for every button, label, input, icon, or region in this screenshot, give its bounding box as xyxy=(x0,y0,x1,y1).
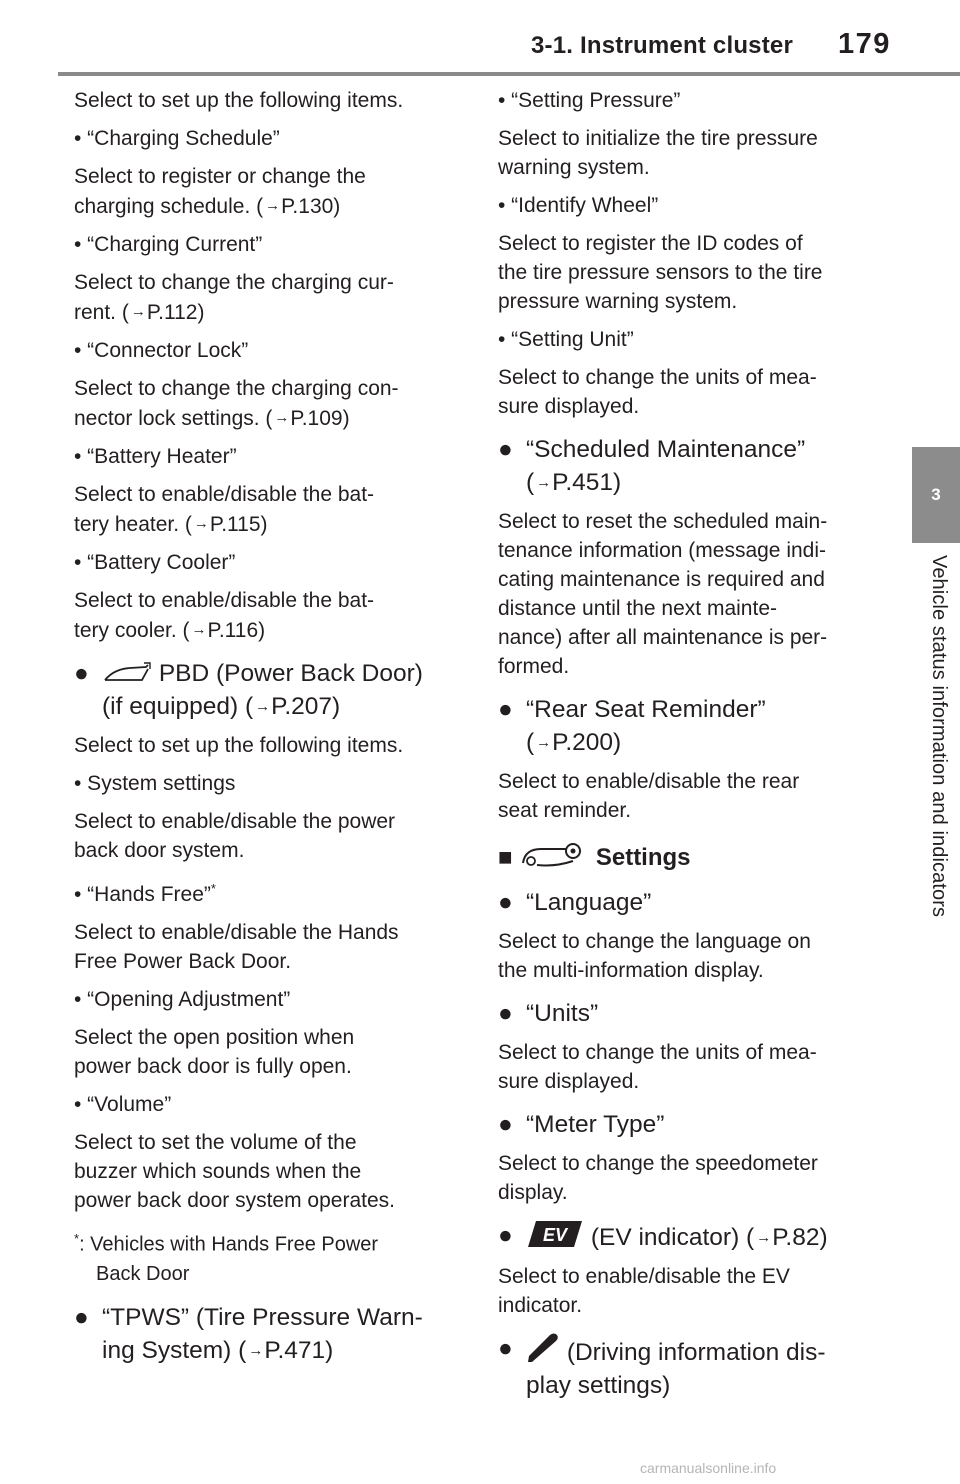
list-item: • “Setting Unit” xyxy=(498,328,634,351)
list-item: • “Identify Wheel” xyxy=(498,194,659,217)
svg-text:EV: EV xyxy=(543,1225,569,1245)
right-column: • “Setting Pressure” Select to initializ… xyxy=(498,86,883,1410)
bullet-dot-icon: ● xyxy=(498,1000,513,1027)
paragraph: Select to set up the following items. xyxy=(74,734,404,757)
page-ref[interactable]: P.207) xyxy=(271,693,341,720)
heading-language: ●“Language” xyxy=(498,886,883,919)
watermark: carmanualsonline.info xyxy=(640,1460,777,1476)
settings-gear-icon xyxy=(522,843,582,867)
page-ref[interactable]: P.200) xyxy=(552,729,622,756)
list-item: • “Charging Current” xyxy=(74,233,263,256)
arrow-icon: → xyxy=(130,303,146,320)
power-back-door-icon xyxy=(104,662,151,681)
bullet-dot-icon: ● xyxy=(74,1303,89,1331)
footnote-mark: * xyxy=(210,881,216,896)
paragraph: Select to change the charging con-nector… xyxy=(74,377,399,430)
list-item: • “Connector Lock” xyxy=(74,339,249,362)
bullet-dot-icon: ● xyxy=(498,1335,513,1362)
list-item: • “Battery Heater” xyxy=(74,445,237,468)
arrow-icon: → xyxy=(756,1229,772,1246)
page-number: 179 xyxy=(838,28,891,60)
bullet-square-icon: ■ xyxy=(498,844,513,871)
bullet-dot-icon: ● xyxy=(498,436,513,463)
list-item: • “Opening Adjustment” xyxy=(74,988,291,1011)
page-ref[interactable]: P.451) xyxy=(552,469,622,496)
page-ref[interactable]: P.471) xyxy=(264,1336,334,1364)
heading-scheduled-maintenance: ● “Scheduled Maintenance”(→P.451) xyxy=(498,433,883,499)
heading-meter-type: ●“Meter Type” xyxy=(498,1108,883,1141)
list-item: • “Charging Schedule” xyxy=(74,127,280,150)
paragraph: Select to change the charging cur-rent. … xyxy=(74,271,394,324)
paragraph: Select to change the units of mea-sure d… xyxy=(498,366,817,418)
page-ref[interactable]: P.82) xyxy=(772,1224,828,1251)
arrow-icon: → xyxy=(536,474,552,491)
heading-tpws: ● “TPWS” (Tire Pressure Warn-ing System)… xyxy=(74,1301,459,1367)
header-divider xyxy=(58,72,960,76)
paragraph: Select to reset the scheduled main-tenan… xyxy=(498,510,828,678)
bullet-dot-icon: ● xyxy=(498,1222,513,1249)
heading-settings: ■ Settings xyxy=(498,839,883,874)
page-ref[interactable]: P.109) xyxy=(290,407,350,430)
bullet-dot-icon: ● xyxy=(74,660,89,687)
arrow-icon: → xyxy=(265,197,281,214)
heading-rear-seat-reminder: ● “Rear Seat Reminder”(→P.200) xyxy=(498,693,883,759)
list-item: • “Volume” xyxy=(74,1093,172,1116)
page-ref[interactable]: P.130) xyxy=(281,195,341,218)
bullet-dot-icon: ● xyxy=(498,696,513,723)
bullet-dot-icon: ● xyxy=(498,1111,513,1138)
pencil-icon xyxy=(528,1333,558,1362)
page-ref[interactable]: P.115) xyxy=(209,513,268,536)
heading-pbd: ● PBD (Power Back Door)(if equipped) (→P… xyxy=(74,657,459,723)
list-item: • “Setting Pressure” xyxy=(498,89,681,112)
ev-indicator-icon: EV xyxy=(528,1221,582,1247)
heading-driving-info: ● (Driving information dis-play settings… xyxy=(498,1332,883,1402)
chapter-number: 3 xyxy=(931,485,941,504)
section-title: 3-1. Instrument cluster xyxy=(531,32,794,59)
heading-ev-indicator: ● EV (EV indicator) (→P.82) xyxy=(498,1219,883,1254)
list-item: • System settings xyxy=(74,772,236,795)
paragraph: Select to change the units of mea-sure d… xyxy=(498,1041,817,1093)
chapter-tab: 3 xyxy=(912,447,960,543)
left-column: Select to set up the following items. • … xyxy=(74,86,459,1375)
arrow-icon: → xyxy=(274,409,290,426)
list-item: • “Battery Cooler” xyxy=(74,551,236,574)
arrow-icon: → xyxy=(193,515,209,532)
arrow-icon: → xyxy=(255,698,271,715)
bullet-dot-icon: ● xyxy=(498,889,513,916)
arrow-icon: → xyxy=(191,621,207,638)
list-item: • “Hands Free”* xyxy=(74,881,216,906)
paragraph: Select to enable/disable the bat-tery he… xyxy=(74,483,375,536)
paragraph: Select to enable/disable the bat-tery co… xyxy=(74,589,375,642)
paragraph: Select to set up the following items. xyxy=(74,89,404,112)
heading-units: ●“Units” xyxy=(498,997,883,1030)
chapter-title: Vehicle status information and indicator… xyxy=(928,555,950,918)
arrow-icon: → xyxy=(248,1341,264,1359)
arrow-icon: → xyxy=(536,734,552,751)
page-ref[interactable]: P.112) xyxy=(146,301,205,324)
page-ref[interactable]: P.116) xyxy=(207,619,266,642)
